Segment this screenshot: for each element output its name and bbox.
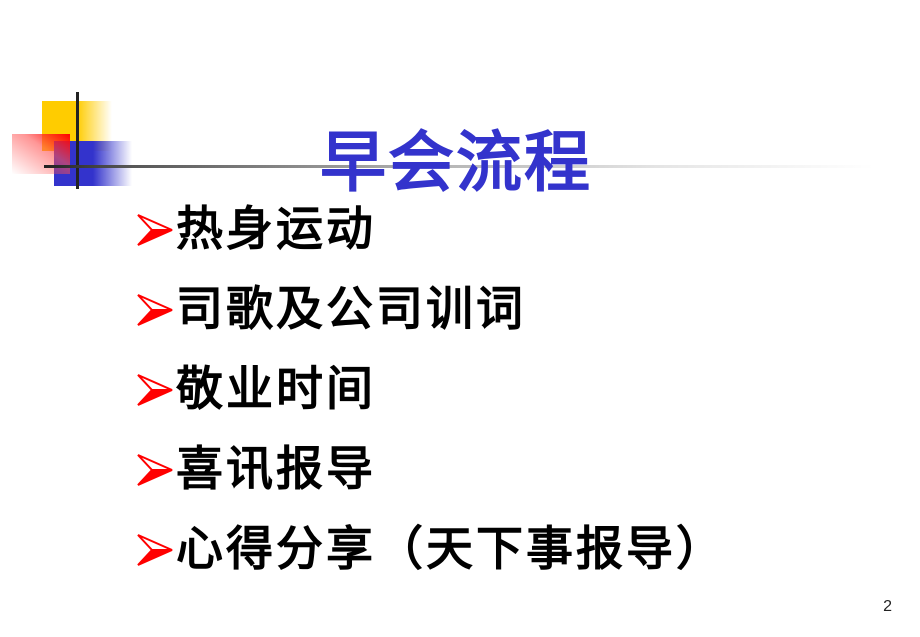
arrowhead-bullet-icon [137,214,173,246]
arrowhead-bullet-icon [137,454,173,486]
bullet-item: 喜讯报导 [136,430,726,510]
bullet-item: 敬业时间 [136,350,726,430]
page-number: 2 [883,598,892,615]
bullet-text: 司歌及公司训词 [176,282,526,337]
bullet-text: 喜讯报导 [176,442,376,497]
bullet-text: 热身运动 [176,202,376,257]
arrowhead-bullet-icon [137,294,173,326]
title-divider [44,165,874,168]
bullet-item: 热身运动 [136,190,726,270]
bullet-text: 敬业时间 [176,362,376,417]
arrowhead-bullet-icon [137,374,173,406]
slide-title: 早会流程 [320,124,592,202]
arrowhead-bullet-icon [137,534,173,566]
bullet-item: 司歌及公司训词 [136,270,726,350]
bullet-item: 心得分享（天下事报导） [136,510,726,590]
bullet-text: 心得分享（天下事报导） [176,522,726,577]
logo-vertical-line [76,92,79,189]
bullet-list: 热身运动 司歌及公司训词 敬业时间 喜讯报导 [136,190,726,590]
